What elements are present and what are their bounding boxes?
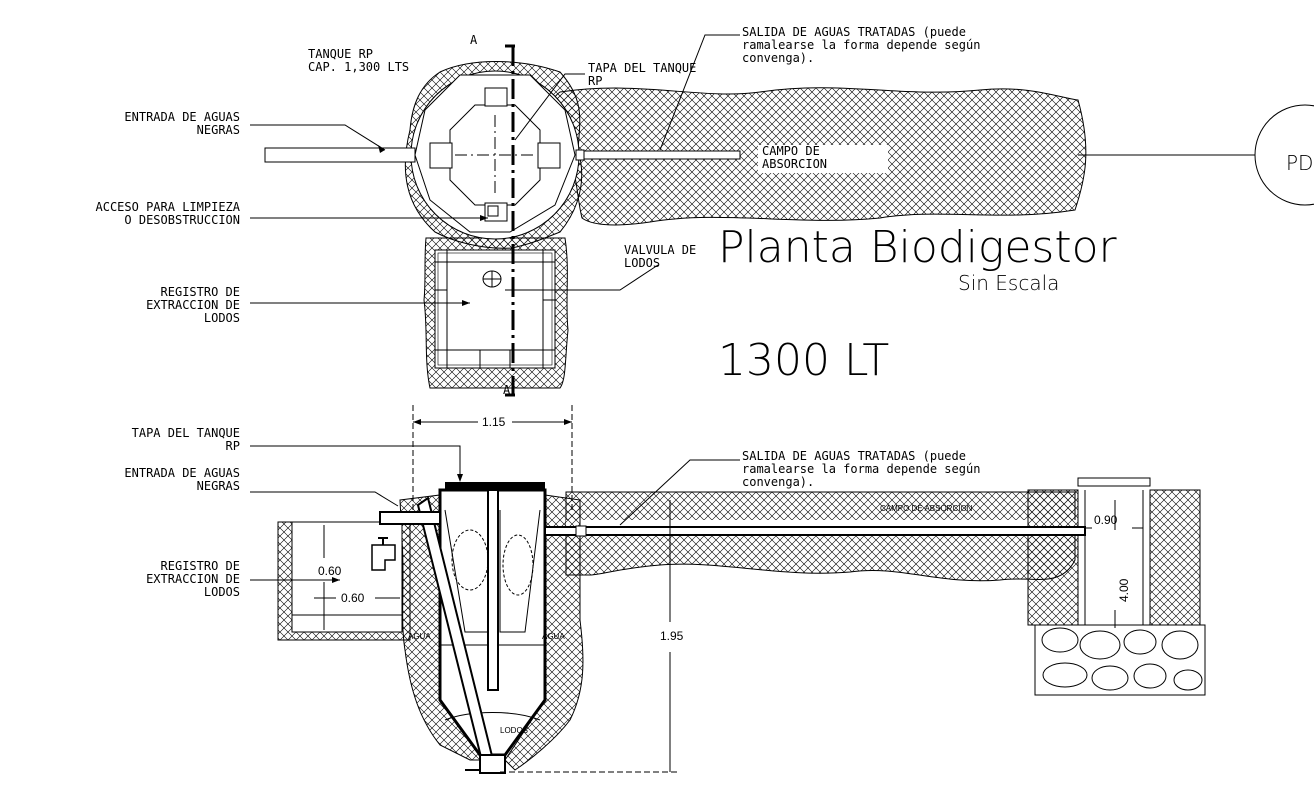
inlet-pipe <box>264 147 416 163</box>
lodos-label: LODOS <box>500 726 528 735</box>
absorption-trench <box>565 491 1076 582</box>
section-mark-top: A <box>470 33 478 47</box>
tank-lid <box>445 482 545 490</box>
section-outlet-pipe <box>544 526 1086 536</box>
agua-left: AGUA <box>408 632 431 641</box>
reference-circle <box>1254 104 1314 206</box>
circle-label: PD <box>1286 151 1313 175</box>
plan-view: A A TANQUE RP CAP. 1,300 LTS ENTRADA DE … <box>96 25 1314 397</box>
plan-entrada-2: NEGRAS <box>197 123 240 137</box>
plan-registro-1: REGISTRO DE <box>161 285 240 299</box>
section-mark-bottom: A <box>503 383 511 397</box>
dim-pit-w: 0.90 <box>1094 513 1118 527</box>
dim-width: 1.15 <box>482 415 506 429</box>
sec-registro-1: REGISTRO DE <box>161 559 240 573</box>
sec-salida-1: SALIDA DE AGUAS TRATADAS (puede <box>742 449 966 463</box>
registro-box <box>434 249 556 369</box>
sec-salida-2: ramalearse la forma depende según <box>742 462 980 476</box>
plan-registro-3: LODOS <box>204 311 240 325</box>
sec-entrada-1: ENTRADA DE AGUAS <box>124 466 240 480</box>
dim-reg-h: 0.60 <box>318 564 342 578</box>
plan-salida-3: convenga). <box>742 51 814 65</box>
dim-pit-d: 4.00 <box>1117 578 1131 602</box>
drawing-title: Planta Biodigestor <box>718 222 1117 273</box>
capacity-label: 1300 LT <box>718 335 889 386</box>
plan-registro-2: EXTRACCION DE <box>146 298 240 312</box>
sec-entrada-2: NEGRAS <box>197 479 240 493</box>
outlet-pipe <box>579 150 741 160</box>
access-square <box>487 205 499 217</box>
plan-entrada-1: ENTRADA DE AGUAS <box>124 110 240 124</box>
plan-tapa-1: TAPA DEL TANQUE <box>588 61 696 75</box>
plan-valvula-1: VALVULA DE <box>624 243 696 257</box>
plan-valvula-2: LODOS <box>624 256 660 270</box>
tank-title-2: CAP. 1,300 LTS <box>308 60 409 74</box>
gravel-bed <box>1034 624 1206 696</box>
scale-note: Sin Escala <box>958 271 1059 295</box>
dim-height: 1.95 <box>660 629 684 643</box>
sec-registro-2: EXTRACCION DE <box>146 572 240 586</box>
plan-salida-1: SALIDA DE AGUAS TRATADAS (puede <box>742 25 966 39</box>
section-valve-icon <box>371 544 396 571</box>
agua-right: AGUA <box>542 632 565 641</box>
sec-tapa-1: TAPA DEL TANQUE <box>132 426 240 440</box>
plan-campo-2: ABSORCION <box>762 157 827 171</box>
plan-tapa-2: RP <box>588 74 602 88</box>
plan-salida-2: ramalearse la forma depende según <box>742 38 980 52</box>
sec-registro-3: LODOS <box>204 585 240 599</box>
tank-title-1: TANQUE RP <box>308 47 373 61</box>
dim-reg-w: 0.60 <box>341 591 365 605</box>
plan-acceso-1: ACCESO PARA LIMPIEZA <box>96 200 241 214</box>
sec-tapa-2: RP <box>226 439 240 453</box>
plan-campo-1: CAMPO DE <box>762 144 820 158</box>
section-view: TAPA DEL TANQUE RP ENTRADA DE AGUAS NEGR… <box>124 405 1206 774</box>
sec-salida-3: convenga). <box>742 475 814 489</box>
pit-soil <box>1027 489 1079 626</box>
sec-campo: CAMPO DE ABSORCION <box>880 504 973 513</box>
plan-acceso-2: O DESOBSTRUCCION <box>124 213 240 227</box>
